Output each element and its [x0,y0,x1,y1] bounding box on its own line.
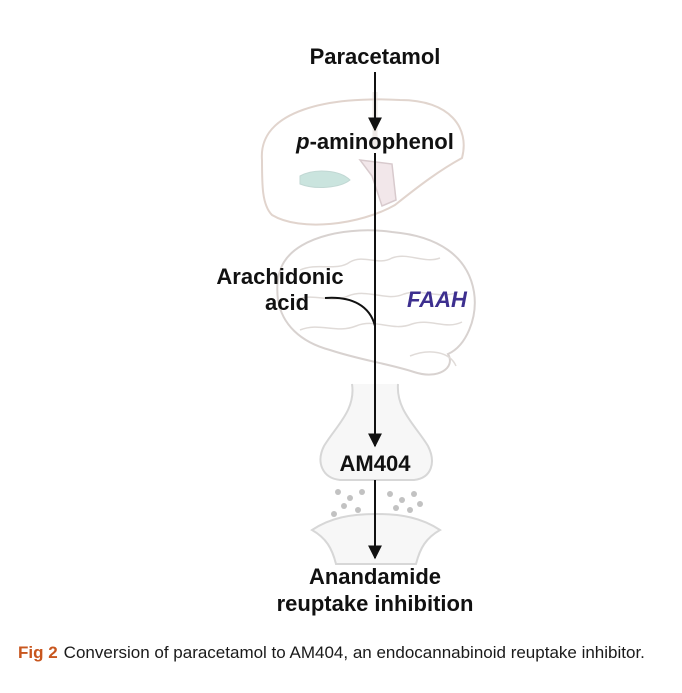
p-aminophenol-suffix: -aminophenol [310,129,454,154]
outcome-label-line2: reuptake inhibition [277,591,474,616]
caption-text: Conversion of paracetamol to AM404, an e… [63,643,645,662]
outcome-label-line1: Anandamide [309,564,441,589]
p-aminophenol-prefix: p [295,129,309,154]
arachidonic-acid-label-line2: acid [265,290,309,315]
liver-icon [260,92,465,226]
figure-caption: Fig 2 Conversion of paracetamol to AM404,… [18,642,668,664]
brain-icon [276,229,476,376]
am404-label: AM404 [340,451,412,476]
pathway-diagram: Paracetamol p-aminophenol Arachidonic ac… [216,44,476,616]
p-aminophenol-label: p-aminophenol [295,129,454,154]
arrow-arachidonic-acid-join [324,296,376,327]
paracetamol-label: Paracetamol [310,44,441,69]
figure-number: Fig 2 [18,643,58,662]
arachidonic-acid-label-line1: Arachidonic [216,264,343,289]
faah-label: FAAH [407,287,468,312]
